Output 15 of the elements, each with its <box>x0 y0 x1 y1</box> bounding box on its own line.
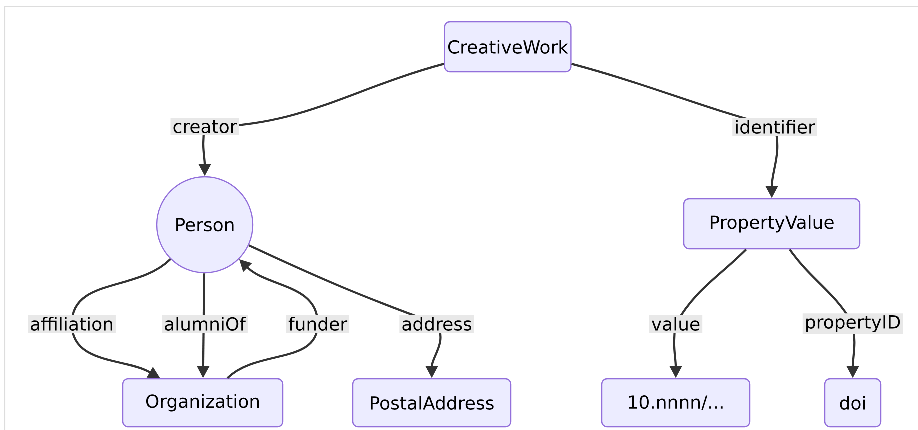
arrow <box>70 258 172 378</box>
edge-label: address <box>400 315 474 333</box>
edge-label: value <box>649 315 703 333</box>
edge-label: funder <box>286 315 350 333</box>
entity-box: PostalAddress <box>352 378 512 428</box>
edge-label: identifier <box>732 118 818 136</box>
entity-box: CreativeWork <box>444 21 572 73</box>
entity-box: PropertyValue <box>683 198 861 250</box>
entity-box: Organization <box>122 378 284 428</box>
edge-label: alumniOf <box>162 315 248 333</box>
entity-box: 10.nnnn/... <box>601 378 751 428</box>
entity-box: doi <box>824 378 882 428</box>
edge-label: propertyID <box>802 314 904 334</box>
edge-label: creator <box>170 118 240 136</box>
edge-label: affiliation <box>28 315 116 333</box>
